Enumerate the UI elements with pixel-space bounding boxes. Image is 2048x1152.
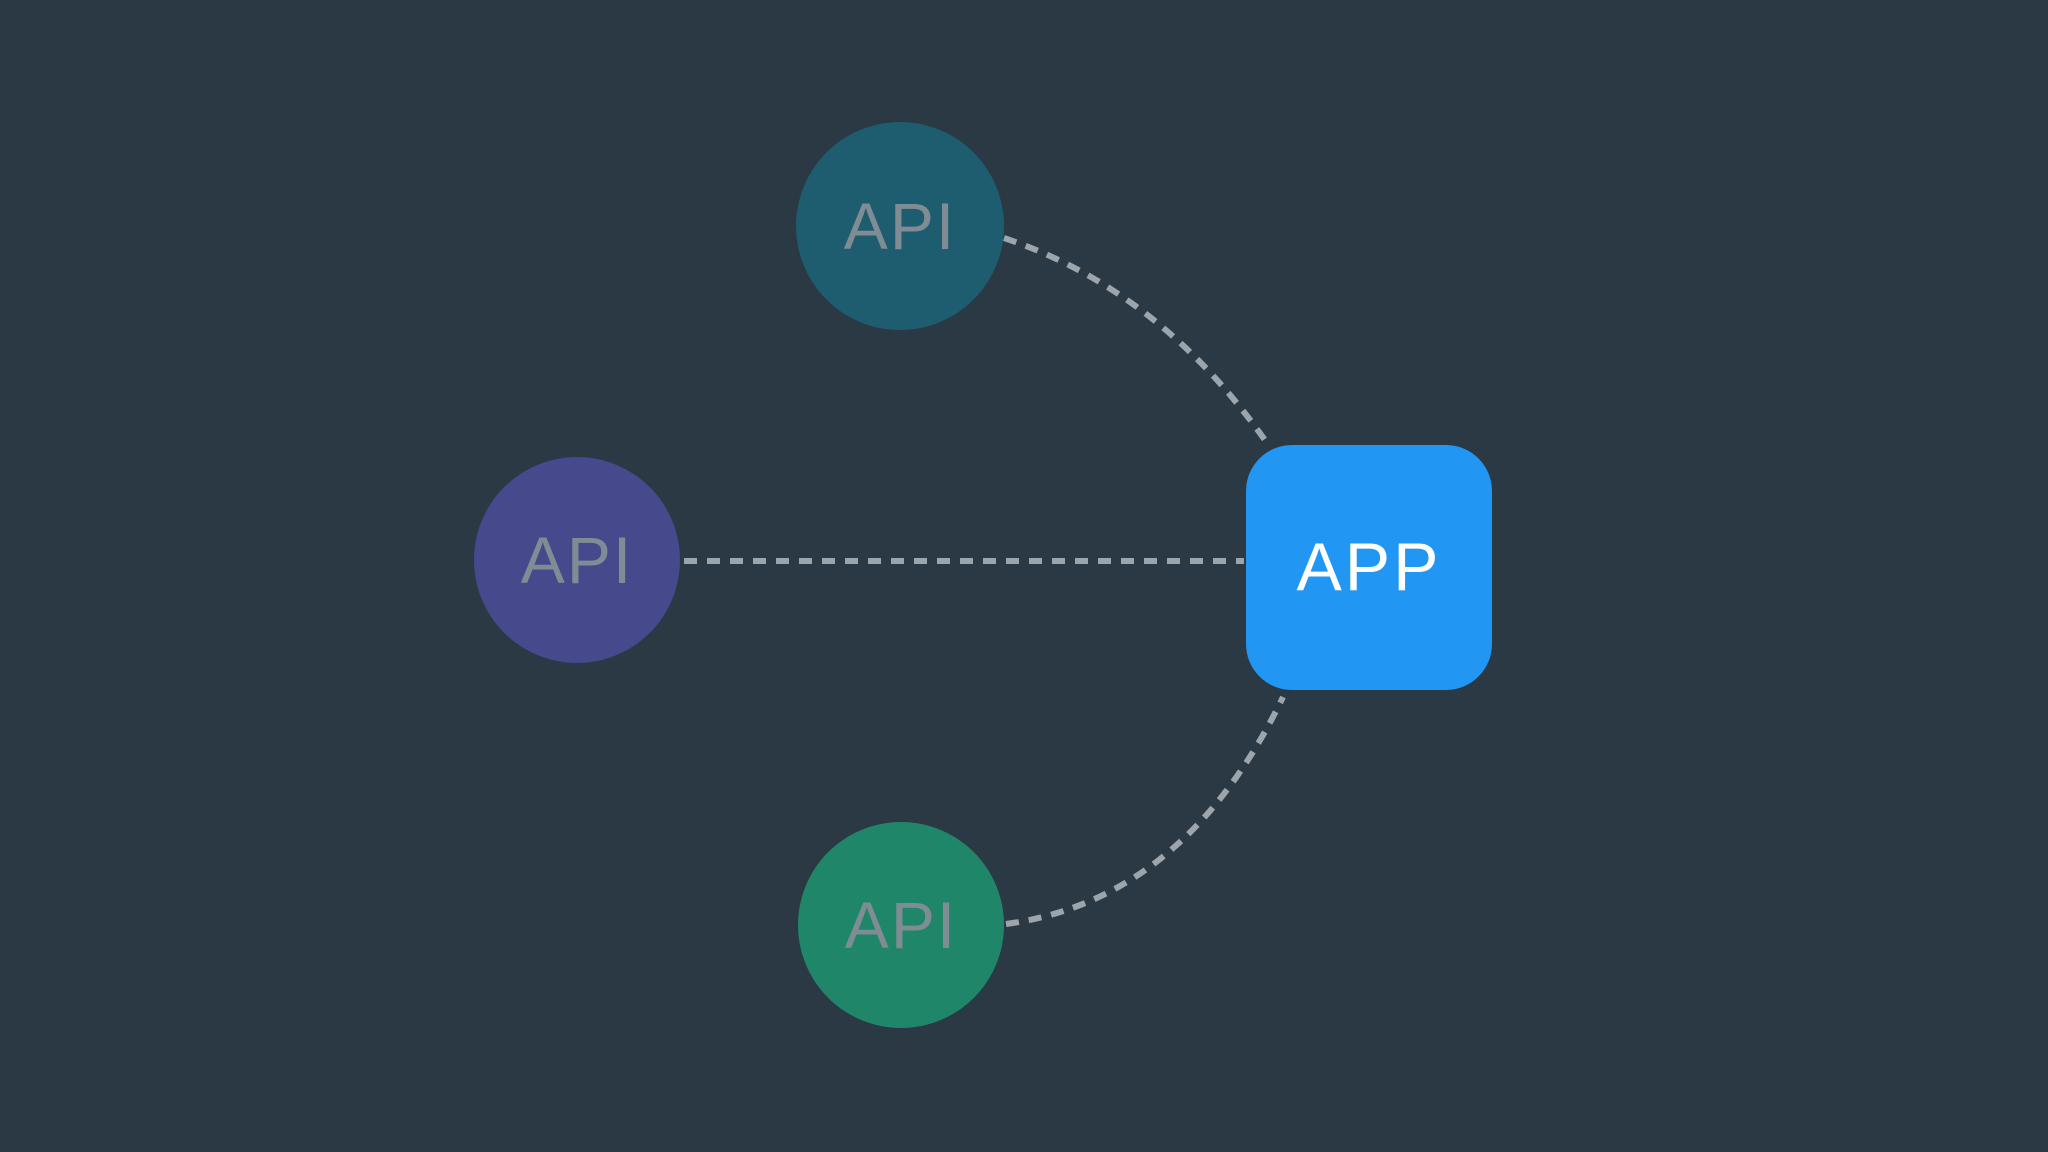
connector-bottom-api-to-app xyxy=(1005,695,1286,927)
api-node-top-label: API xyxy=(844,189,956,263)
api-node-bottom-circle xyxy=(798,822,1004,1028)
app-node-square xyxy=(1246,445,1492,690)
api-node-bottom-label: API xyxy=(845,888,957,962)
api-node-top-circle xyxy=(796,122,1004,330)
connector-top-api-to-app xyxy=(1003,235,1270,445)
api-node-middle-circle xyxy=(474,457,680,663)
app-node-label: APP xyxy=(1296,529,1441,605)
api-node-middle-label: API xyxy=(521,523,633,597)
